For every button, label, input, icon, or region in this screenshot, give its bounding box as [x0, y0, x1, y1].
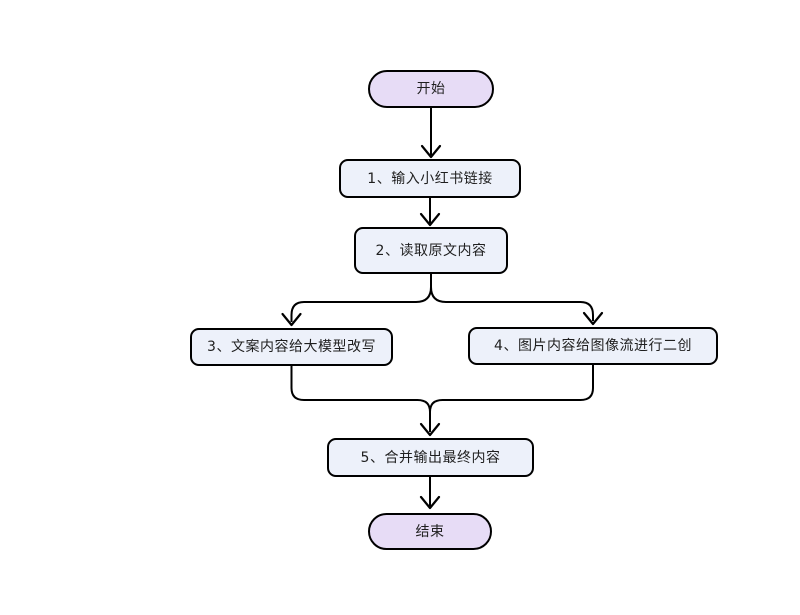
- flow-node-step2-label: 2、读取原文内容: [375, 242, 487, 259]
- flow-node-step1-label: 1、输入小红书链接: [367, 170, 493, 187]
- arrowhead-down-icon: [582, 311, 604, 326]
- arrowhead-down-icon: [420, 144, 442, 159]
- flow-node-step4: 4、图片内容给图像流进行二创: [468, 327, 718, 365]
- flow-node-step3-label: 3、文案内容给大模型改写: [207, 339, 376, 355]
- edge-step2-step3: [290, 274, 432, 322]
- edge-step4-step5: [429, 365, 594, 413]
- flow-node-step5-label: 5、合并输出最终内容: [360, 449, 501, 466]
- flow-node-step5: 5、合并输出最终内容: [327, 438, 534, 477]
- flow-node-end-label: 结束: [415, 523, 445, 540]
- flow-node-start-label: 开始: [416, 81, 446, 97]
- flow-node-start: 开始: [368, 70, 494, 108]
- flow-node-step1: 1、输入小红书链接: [339, 159, 521, 198]
- flow-node-step3: 3、文案内容给大模型改写: [190, 328, 393, 366]
- flow-node-end: 结束: [368, 513, 492, 550]
- flow-node-step4-label: 4、图片内容给图像流进行二创: [494, 338, 692, 354]
- edge-step2-step4: [430, 274, 594, 321]
- arrowhead-down-icon: [281, 312, 302, 327]
- flow-node-step2: 2、读取原文内容: [354, 227, 508, 274]
- edge-step3-step5: [290, 366, 431, 432]
- arrowhead-down-icon: [419, 495, 441, 510]
- arrowhead-down-icon: [419, 422, 441, 437]
- arrowhead-down-icon: [419, 212, 441, 227]
